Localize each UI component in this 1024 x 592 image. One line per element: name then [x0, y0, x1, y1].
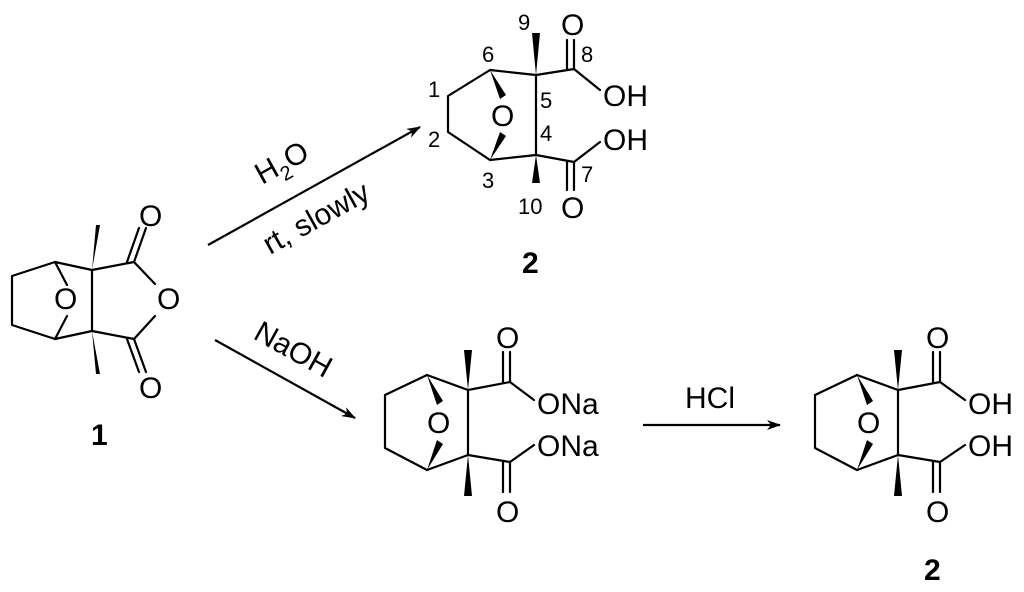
- carbonyl-oxygen-bottom-label: O: [139, 372, 162, 405]
- carbonyl-oxygen-top-label: O: [926, 322, 949, 355]
- hydroxyl-top-label: OH: [968, 388, 1013, 421]
- anhydride-oxygen-label: O: [157, 283, 180, 316]
- bridge-oxygen-label: O: [427, 407, 450, 440]
- carbonyl-oxygen-7-label: O: [561, 192, 584, 225]
- atom-number-8: 8: [581, 42, 593, 67]
- hydroxyl-7-label: OH: [603, 124, 648, 157]
- carbonyl-oxygen-bottom-label: O: [496, 496, 519, 529]
- atom-number-10: 10: [518, 194, 542, 219]
- naoh-reagent-label: NaOH: [249, 315, 338, 384]
- atom-number-4: 4: [540, 121, 552, 146]
- hydrolysis-arrow: [207, 126, 421, 246]
- bridge-oxygen-label: O: [857, 407, 880, 440]
- water-reagent-label: H2O: [249, 135, 317, 196]
- sodium-carboxylate-bottom-label: ONa: [537, 430, 599, 463]
- hydroxyl-bottom-label: OH: [968, 430, 1013, 463]
- compound-label-1: 1: [91, 419, 108, 452]
- saponification-arrow: [214, 339, 356, 419]
- atom-number-7: 7: [581, 162, 593, 187]
- compound-disodium-salt: O O ONa ONa O: [383, 322, 599, 529]
- hcl-reagent-label: HCl: [685, 382, 735, 415]
- carbonyl-oxygen-8-label: O: [561, 9, 584, 42]
- compound-label-2-top: 2: [522, 247, 539, 280]
- atom-number-1: 1: [428, 77, 440, 102]
- hydroxyl-8-label: OH: [603, 80, 648, 113]
- atom-number-5: 5: [540, 88, 552, 113]
- carbonyl-oxygen-top-label: O: [496, 322, 519, 355]
- carbonyl-oxygen-top-label: O: [139, 200, 162, 233]
- compound-1-anhydride: O O O O 1: [10, 200, 180, 452]
- atom-number-6: 6: [482, 42, 494, 67]
- atom-number-9: 9: [518, 10, 530, 35]
- hydrolysis-conditions-label: rt, slowly: [257, 176, 375, 261]
- compound-2-top: O O OH OH O 1 2 3 4 5 6 7 8 9 10 2: [428, 9, 648, 280]
- compound-label-2-bottom: 2: [924, 554, 941, 587]
- atom-number-2: 2: [428, 127, 440, 152]
- atom-number-3: 3: [482, 168, 494, 193]
- ring-oxygen-label: O: [54, 283, 77, 316]
- sodium-carboxylate-top-label: ONa: [537, 388, 599, 421]
- bridge-oxygen-label: O: [491, 100, 514, 133]
- carbonyl-oxygen-bottom-label: O: [926, 496, 949, 529]
- compound-2-bottom: O O OH OH O 2: [813, 322, 1013, 587]
